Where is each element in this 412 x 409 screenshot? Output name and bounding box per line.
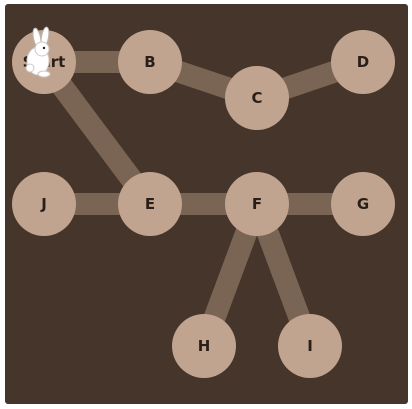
node-e[interactable]: E [118,172,182,236]
node-h-label: H [198,337,211,355]
node-b[interactable]: B [118,30,182,94]
node-g[interactable]: G [331,172,395,236]
node-j[interactable]: J [12,172,76,236]
node-j-label: J [40,195,47,213]
node-c[interactable]: C [225,66,289,130]
rabbit-icon[interactable] [25,26,51,78]
node-f-label: F [252,195,262,213]
node-e-label: E [145,195,155,213]
node-d[interactable]: D [331,30,395,94]
node-i[interactable]: I [278,314,342,378]
node-g-label: G [357,195,369,213]
node-b-label: B [144,53,155,71]
node-i-label: I [307,337,313,355]
node-c-label: C [251,89,262,107]
node-h[interactable]: H [172,314,236,378]
node-d-label: D [357,53,369,71]
node-f[interactable]: F [225,172,289,236]
